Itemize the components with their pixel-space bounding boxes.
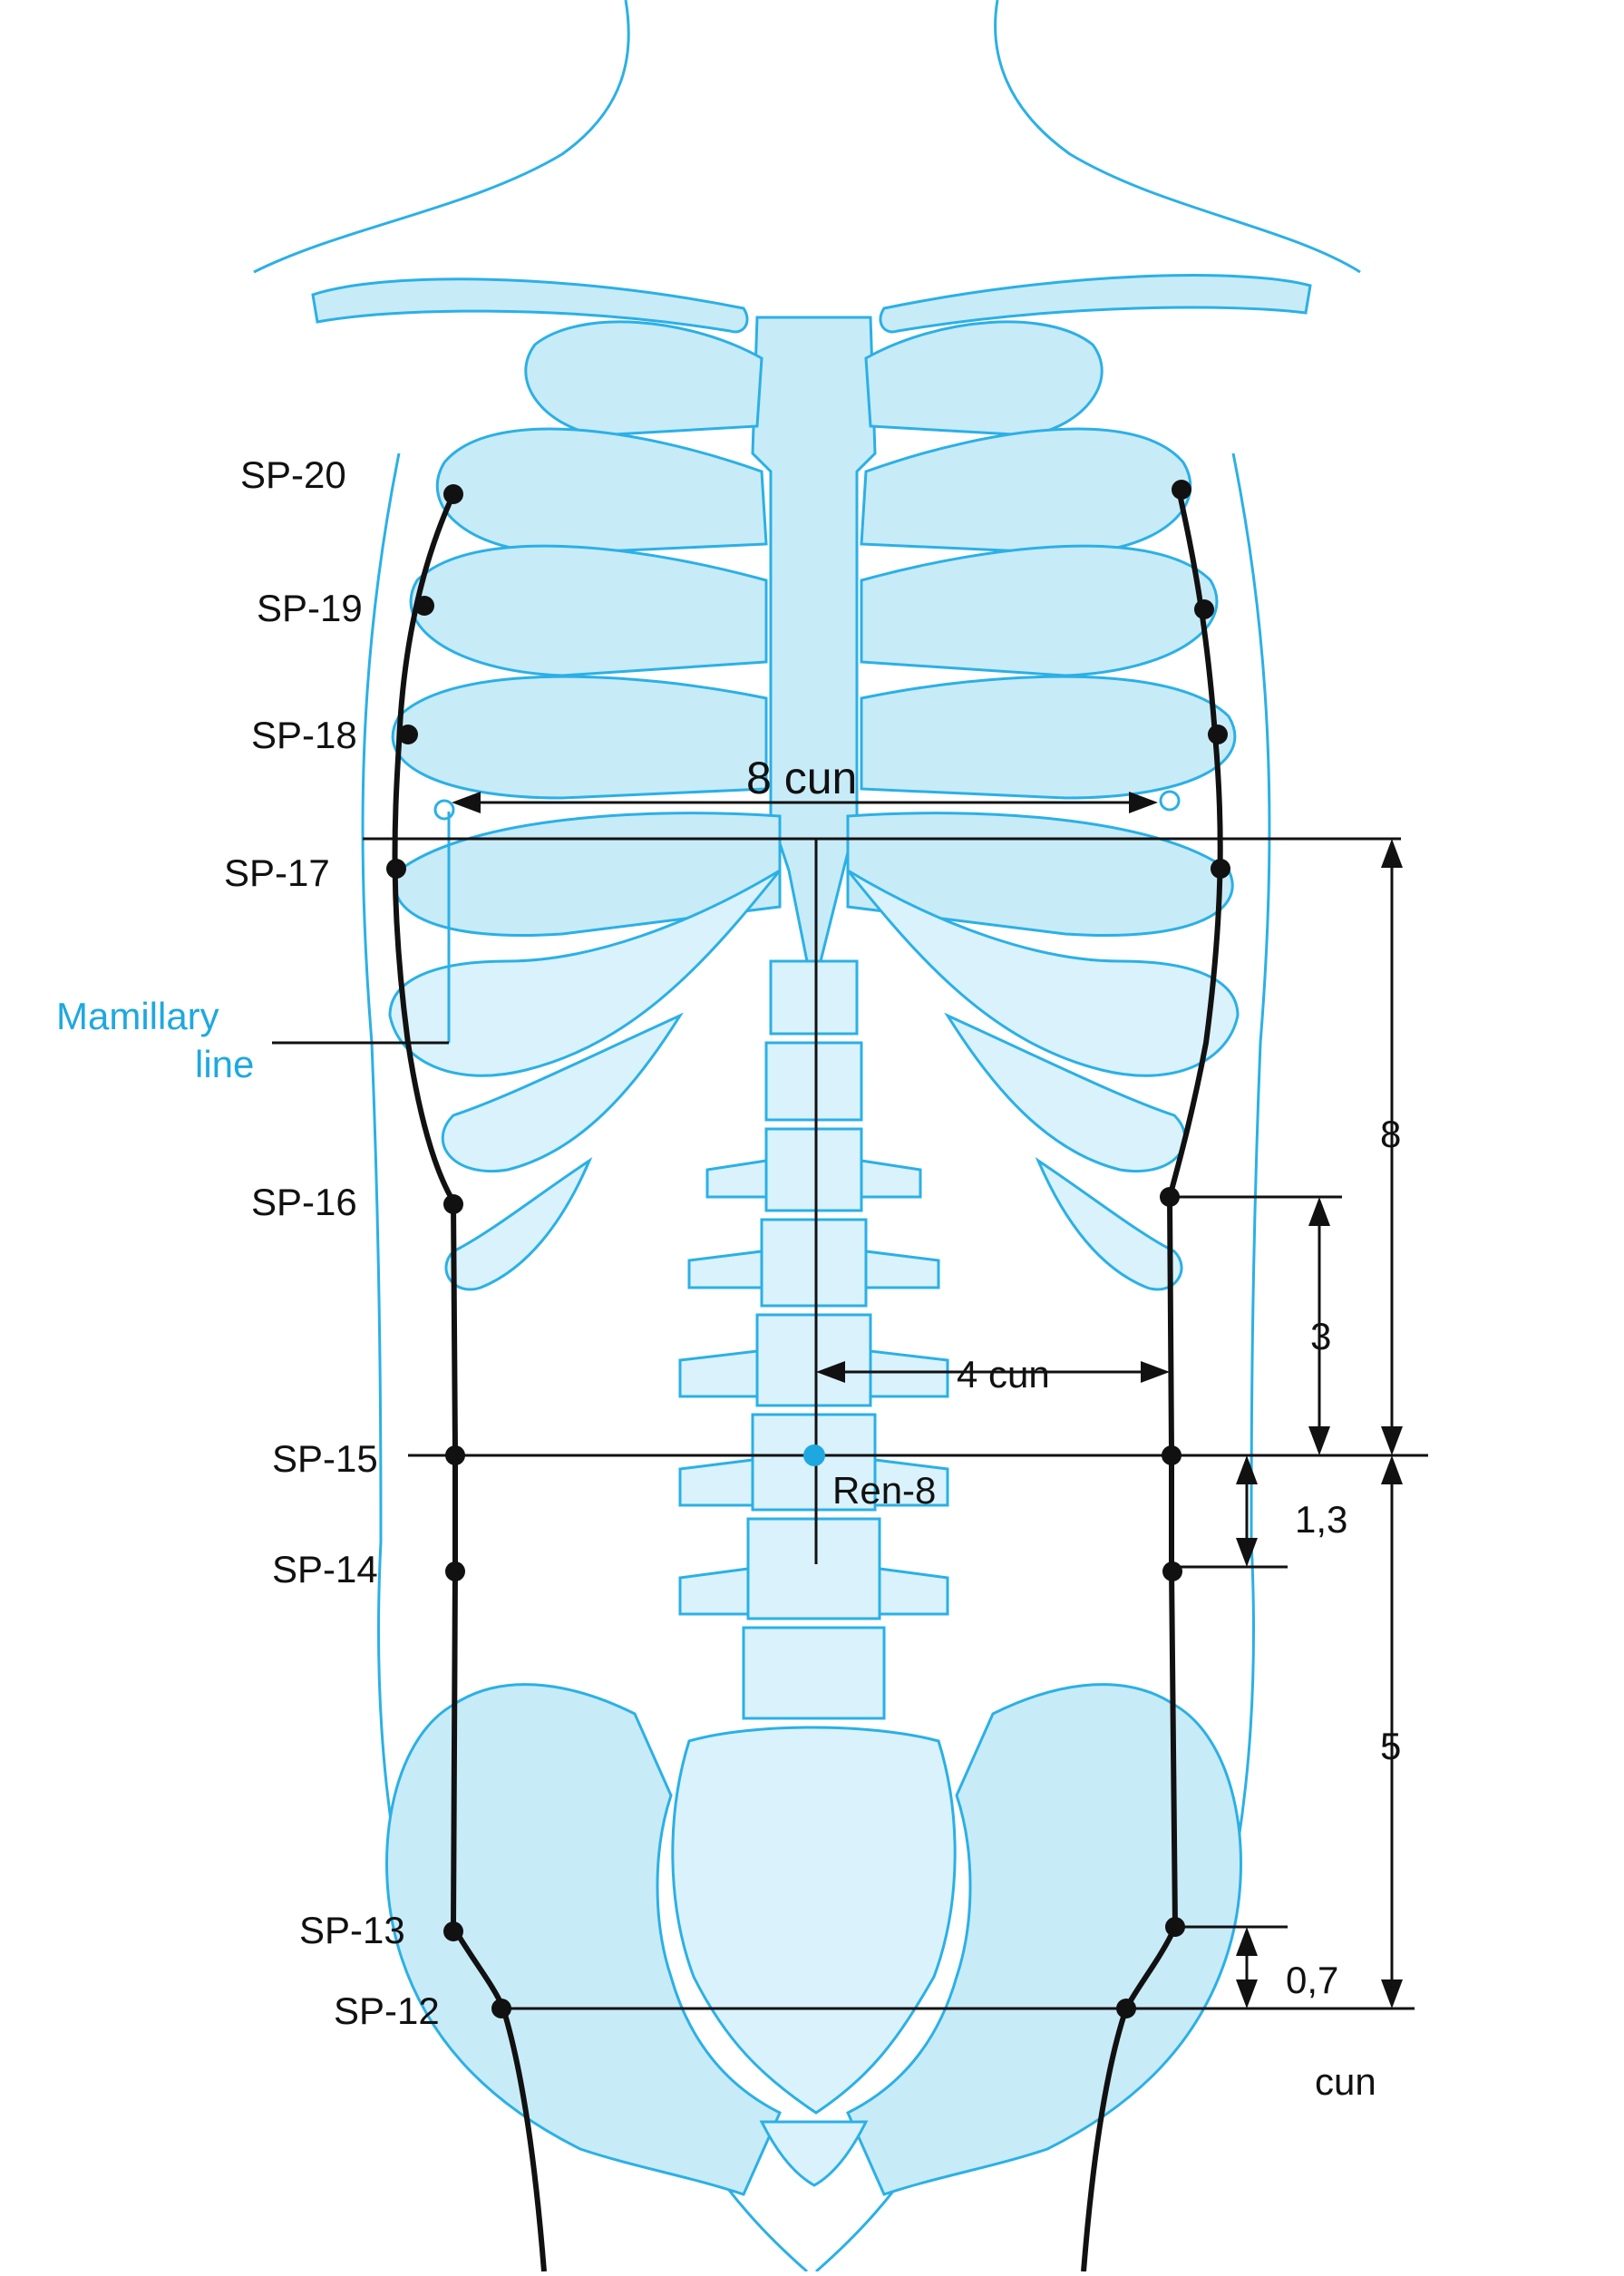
point-sp17-left <box>386 859 406 879</box>
acupoints <box>386 480 1230 2018</box>
label-dim-3: 3 <box>1310 1315 1331 1357</box>
point-sp16-left <box>443 1194 463 1214</box>
dimension-labels: 8 cun 4 cun 8 3 1,3 5 0,7 cun <box>746 753 1401 2103</box>
point-sp18-right <box>1208 725 1228 744</box>
point-sp20-left <box>443 484 463 504</box>
point-sp14-left <box>445 1561 465 1581</box>
point-ren8 <box>803 1444 825 1466</box>
label-sp14: SP-14 <box>272 1548 378 1590</box>
label-sp17: SP-17 <box>224 851 330 894</box>
point-sp12-right <box>1116 1999 1136 2018</box>
label-8-cun: 8 cun <box>746 753 857 803</box>
point-sp19-right <box>1194 599 1214 619</box>
right-nipple-icon <box>1159 790 1181 812</box>
point-sp15-left <box>445 1445 465 1465</box>
point-sp16-right <box>1160 1187 1180 1207</box>
label-sp20: SP-20 <box>240 453 346 496</box>
point-sp20-right <box>1172 480 1191 500</box>
clavicles <box>311 274 1312 334</box>
point-sp19-left <box>414 596 434 616</box>
left-nipple-icon <box>433 799 455 821</box>
label-sp15: SP-15 <box>272 1437 378 1480</box>
reference-lines <box>272 812 1428 2010</box>
point-sp12-left <box>491 1999 511 2018</box>
right-ribs <box>846 320 1240 1291</box>
point-sp18-left <box>398 725 418 744</box>
point-labels: SP-20 SP-19 SP-18 SP-17 SP-16 SP-15 SP-1… <box>56 453 936 2032</box>
dimension-arrows <box>452 792 1403 2009</box>
label-sp18: SP-18 <box>251 714 357 756</box>
label-sp13: SP-13 <box>299 1909 405 1951</box>
spine <box>678 959 949 1720</box>
label-sp19: SP-19 <box>257 587 363 629</box>
meridian-right <box>1081 489 1223 2272</box>
label-dim-1-3: 1,3 <box>1295 1498 1347 1541</box>
label-ren8: Ren-8 <box>832 1469 936 1512</box>
point-sp13-right <box>1165 1917 1185 1937</box>
label-mamillary: Mamillary <box>56 995 219 1037</box>
pelvis <box>385 1683 1242 2196</box>
label-sp16: SP-16 <box>251 1181 357 1223</box>
spleen-meridian <box>392 489 1223 2272</box>
label-dim-0-7: 0,7 <box>1286 1959 1338 2001</box>
nipples <box>433 790 1181 821</box>
left-ribs <box>388 320 782 1291</box>
label-mamillary-line: line <box>195 1043 254 1085</box>
label-sp12: SP-12 <box>334 1989 440 2032</box>
point-sp14-right <box>1162 1561 1182 1581</box>
label-4-cun: 4 cun <box>957 1353 1050 1396</box>
label-dim-8: 8 <box>1380 1113 1401 1155</box>
point-sp15-right <box>1162 1445 1182 1465</box>
label-dim-5: 5 <box>1380 1725 1401 1767</box>
meridian-left <box>392 492 547 2272</box>
label-unit-cun: cun <box>1315 2060 1376 2103</box>
point-sp17-right <box>1211 859 1230 879</box>
point-sp13-left <box>443 1921 463 1941</box>
